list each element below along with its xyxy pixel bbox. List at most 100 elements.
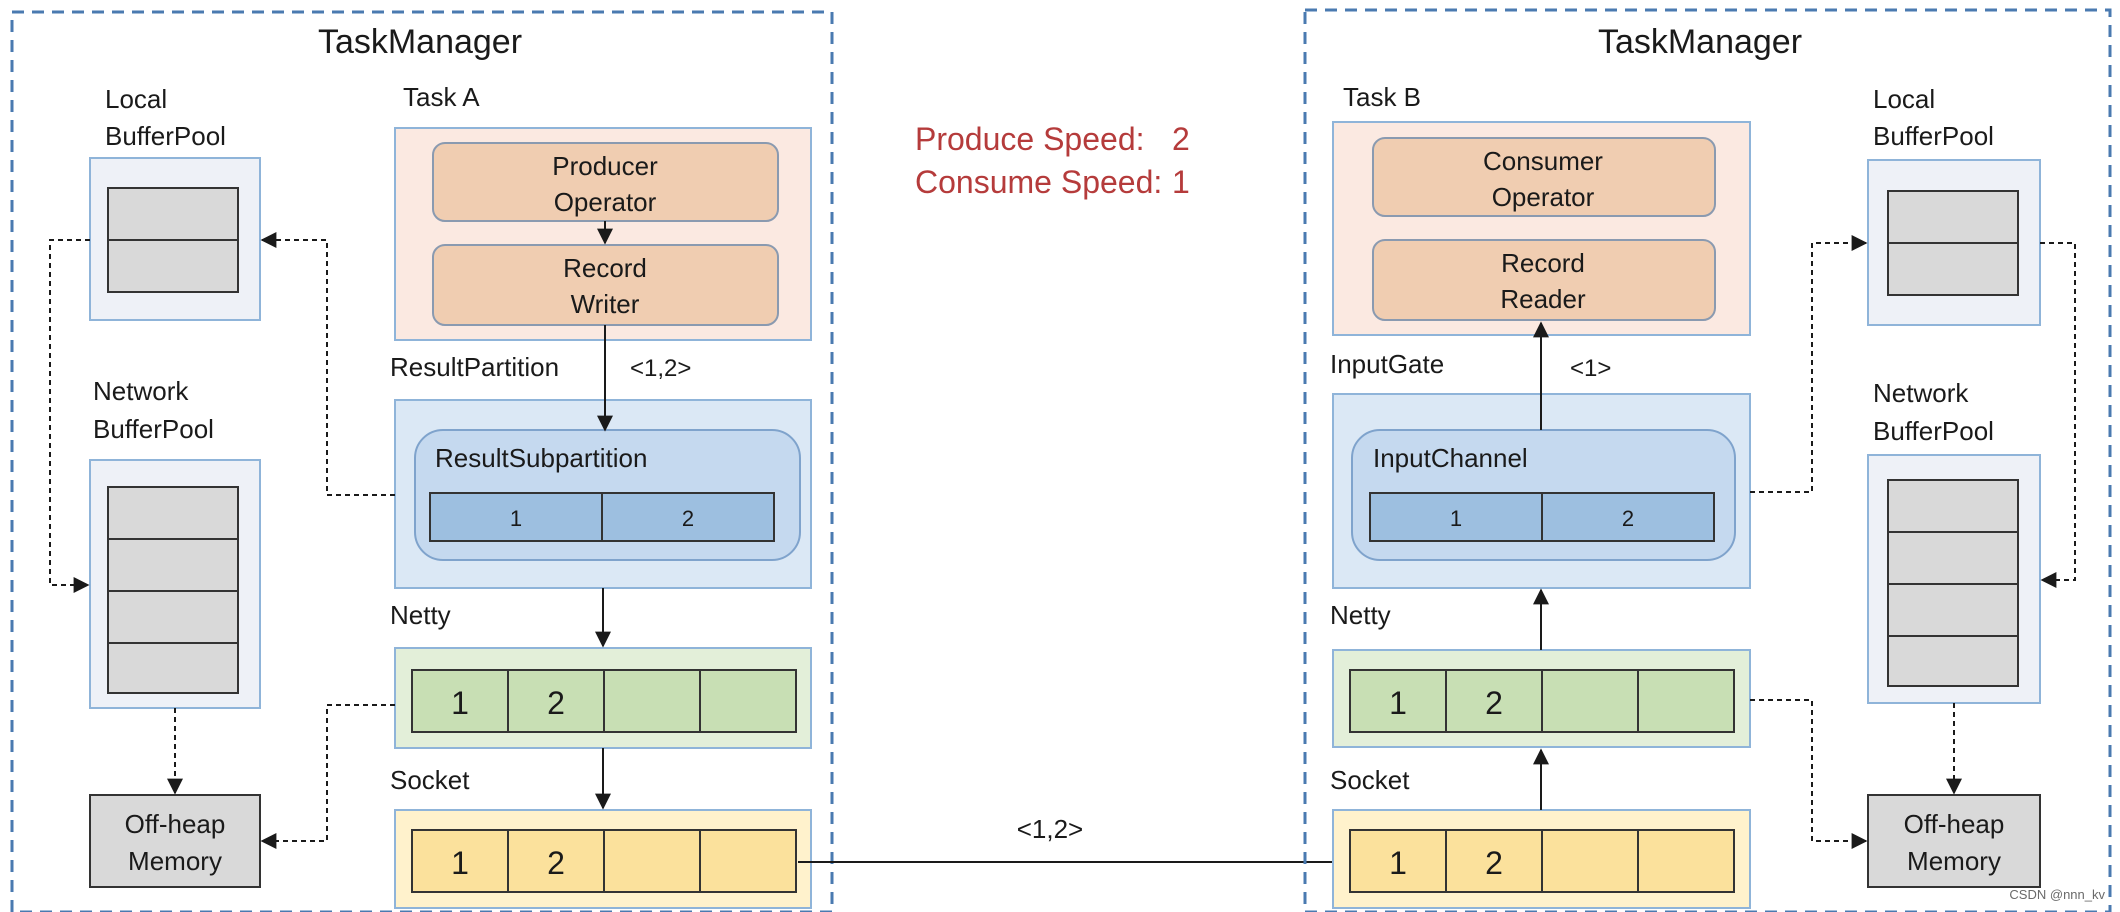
right-netty-cell [1541, 669, 1639, 733]
right-socket-cell [1637, 829, 1735, 893]
right-network-pool-buffer [1887, 479, 2019, 533]
right-taskmanager-title: TaskManager [1598, 23, 1802, 61]
left-netty-cells: 1 2 [411, 669, 797, 733]
left-taskmanager: TaskManager Local BufferPool Network Buf… [10, 10, 834, 912]
left-offheap-label-2: Memory [128, 846, 222, 876]
left-socket-cell [603, 829, 701, 893]
right-socket-cell [1541, 829, 1639, 893]
right-offheap-label-2: Memory [1907, 846, 2001, 876]
left-taskmanager-border [10, 10, 834, 912]
left-network-pool-buffer [107, 590, 239, 644]
right-task-label: Task B [1343, 82, 1421, 112]
right-socket-cells: 1 2 [1349, 829, 1735, 893]
left-netty-cell [507, 669, 605, 733]
left-socket-cells: 1 2 [411, 829, 797, 893]
left-operator-label-2: Operator [554, 187, 657, 217]
right-channel-cell [1369, 492, 1543, 542]
left-record-label-1: Record [563, 253, 647, 283]
left-task-label: Task A [403, 82, 480, 112]
right-socket-cell-text: 2 [1485, 845, 1503, 881]
left-socket-cell-text: 2 [547, 845, 565, 881]
right-local-pool-buffer [1887, 242, 2019, 296]
right-operator-label-2: Operator [1492, 182, 1595, 212]
right-channel-cell-text: 1 [1450, 506, 1462, 531]
right-socket-cell-text: 1 [1389, 845, 1407, 881]
right-local-to-network-pool-dashed [2040, 242, 2076, 588]
right-network-pool-buffer [1887, 635, 2019, 687]
right-channel-cell [1541, 492, 1715, 542]
left-netty-cell [411, 669, 509, 733]
right-netty-cell-text: 2 [1485, 685, 1503, 721]
left-record-label-2: Writer [571, 289, 640, 319]
left-netty-to-offheap-dashed [260, 704, 395, 849]
right-operator-label-1: Consumer [1483, 146, 1603, 176]
right-network-pool-label-2: BufferPool [1873, 416, 1994, 446]
left-network-pool-label-2: BufferPool [93, 414, 214, 444]
right-gate-tuple: <1> [1570, 355, 1611, 382]
left-netty-cell [603, 669, 701, 733]
left-socket-label: Socket [390, 765, 470, 795]
left-partition-label: ResultPartition [390, 352, 559, 382]
left-local-pool-label-2: BufferPool [105, 121, 226, 151]
speed-annotation: Produce Speed: 2 Consume Speed: 1 [915, 121, 1190, 200]
right-netty-to-offheap-dashed [1750, 699, 1868, 849]
left-netty-label: Netty [390, 600, 451, 630]
left-sub-cell [601, 492, 775, 542]
right-channel-label: InputChannel [1373, 443, 1528, 473]
right-network-pool-buffer [1887, 531, 2019, 585]
right-operator-box [1372, 137, 1716, 217]
left-operator-label-1: Producer [552, 151, 658, 181]
left-offheap-label-1: Off-heap [125, 809, 226, 839]
left-network-pool-buffer [107, 642, 239, 694]
right-netty-cell [1445, 669, 1543, 733]
left-sub-cell [429, 492, 603, 542]
right-netty-label: Netty [1330, 600, 1391, 630]
left-network-pool-label-1: Network [93, 376, 189, 406]
right-gate-to-local-pool-dashed [1750, 235, 1868, 493]
right-taskmanager-border [1303, 8, 2112, 912]
right-local-pool-label-2: BufferPool [1873, 121, 1994, 151]
left-partition-to-local-pool-dashed [260, 232, 395, 496]
left-network-pool-buffer [107, 486, 239, 540]
left-subpartition-label: ResultSubpartition [435, 443, 647, 473]
right-network-pool-label-1: Network [1873, 378, 1969, 408]
right-network-pool-buffer [1887, 583, 2019, 637]
consume-speed-value: 1 [1172, 164, 1190, 200]
left-local-to-network-pool-dashed [49, 239, 90, 593]
right-offheap-label-1: Off-heap [1904, 809, 2005, 839]
left-network-pool-buffer [107, 538, 239, 592]
right-offheap-memory-box [1867, 794, 2041, 888]
left-local-pool-label-1: Local [105, 84, 167, 114]
right-netty-cell-text: 1 [1389, 685, 1407, 721]
right-record-reader-box [1372, 239, 1716, 321]
right-gate-label: InputGate [1330, 349, 1444, 379]
left-sub-cell-text: 1 [510, 506, 522, 531]
right-record-label-1: Record [1501, 248, 1585, 278]
left-local-pool-buffer [107, 239, 239, 293]
consume-speed-label: Consume Speed: [915, 164, 1162, 200]
right-netty-cells: 1 2 [1349, 669, 1735, 733]
left-socket-cell-text: 1 [451, 845, 469, 881]
right-record-label-2: Reader [1500, 284, 1586, 314]
right-channel-cell-text: 2 [1622, 506, 1634, 531]
right-netty-cell [1349, 669, 1447, 733]
left-taskmanager-title: TaskManager [318, 23, 522, 61]
left-netty-cell-text: 2 [547, 685, 565, 721]
left-netty-cell-text: 1 [451, 685, 469, 721]
left-local-pool-buffer [107, 187, 239, 241]
right-socket-label: Socket [1330, 765, 1410, 795]
left-offheap-memory-box [89, 794, 261, 888]
left-sub-cell-text: 2 [682, 506, 694, 531]
produce-speed-label: Produce Speed: [915, 121, 1145, 157]
right-netty-cell [1637, 669, 1735, 733]
right-local-pool-label-1: Local [1873, 84, 1935, 114]
produce-speed-value: 2 [1172, 121, 1190, 157]
left-netty-cell [699, 669, 797, 733]
right-local-pool-buffer [1887, 190, 2019, 244]
left-socket-cell [507, 829, 605, 893]
watermark-text: CSDN @nnn_kv [2009, 887, 2105, 902]
transfer-tuple-label: <1,2> [1017, 814, 1084, 844]
left-partition-tuple: <1,2> [630, 355, 691, 382]
